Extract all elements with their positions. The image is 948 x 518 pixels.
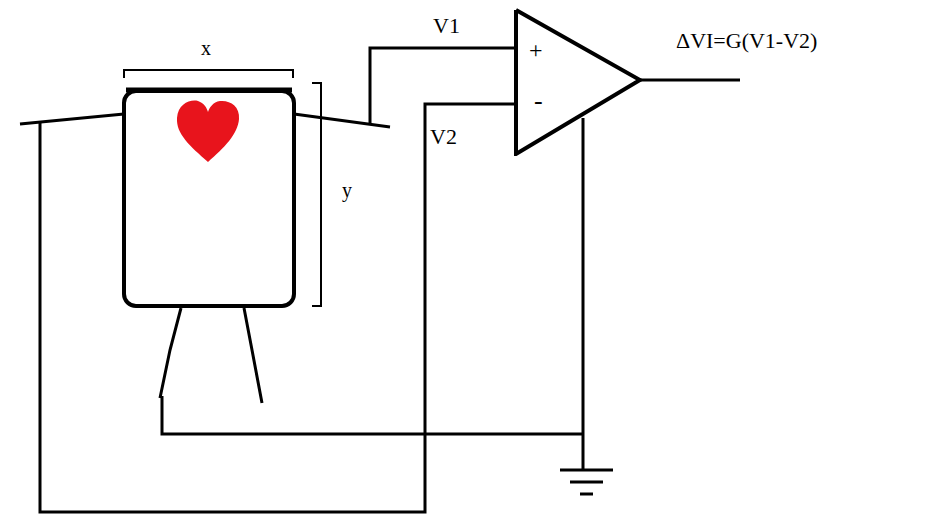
ground-symbol	[560, 469, 613, 472]
ground-symbol	[570, 481, 603, 484]
minus-input-sign: -	[534, 88, 543, 114]
signal-name: V2	[430, 126, 457, 148]
left-leg	[160, 308, 181, 398]
leg-ground-wire	[162, 396, 583, 434]
output-wire	[640, 79, 740, 82]
signal-name: V1	[433, 15, 460, 37]
plus-input-sign: +	[529, 38, 543, 62]
ground-wire	[582, 118, 585, 470]
left-arm	[20, 114, 124, 124]
height-label: y	[342, 180, 352, 200]
shoulder-line	[126, 88, 292, 93]
v1-wire	[370, 48, 516, 125]
width-bracket	[124, 70, 293, 78]
op-amp: +-	[513, 8, 643, 156]
width-label: x	[201, 38, 211, 58]
torso-outline	[124, 91, 294, 306]
ground-symbol	[580, 493, 593, 496]
right-arm	[294, 114, 390, 127]
height-bracket	[312, 83, 321, 306]
op-amp-outline	[516, 10, 640, 154]
output-formula: ΔVI=G(V1-V2)	[676, 30, 817, 52]
heart	[177, 101, 239, 162]
v2-wire	[40, 104, 516, 512]
right-leg	[244, 308, 262, 403]
op-amp-symbol	[513, 8, 643, 156]
